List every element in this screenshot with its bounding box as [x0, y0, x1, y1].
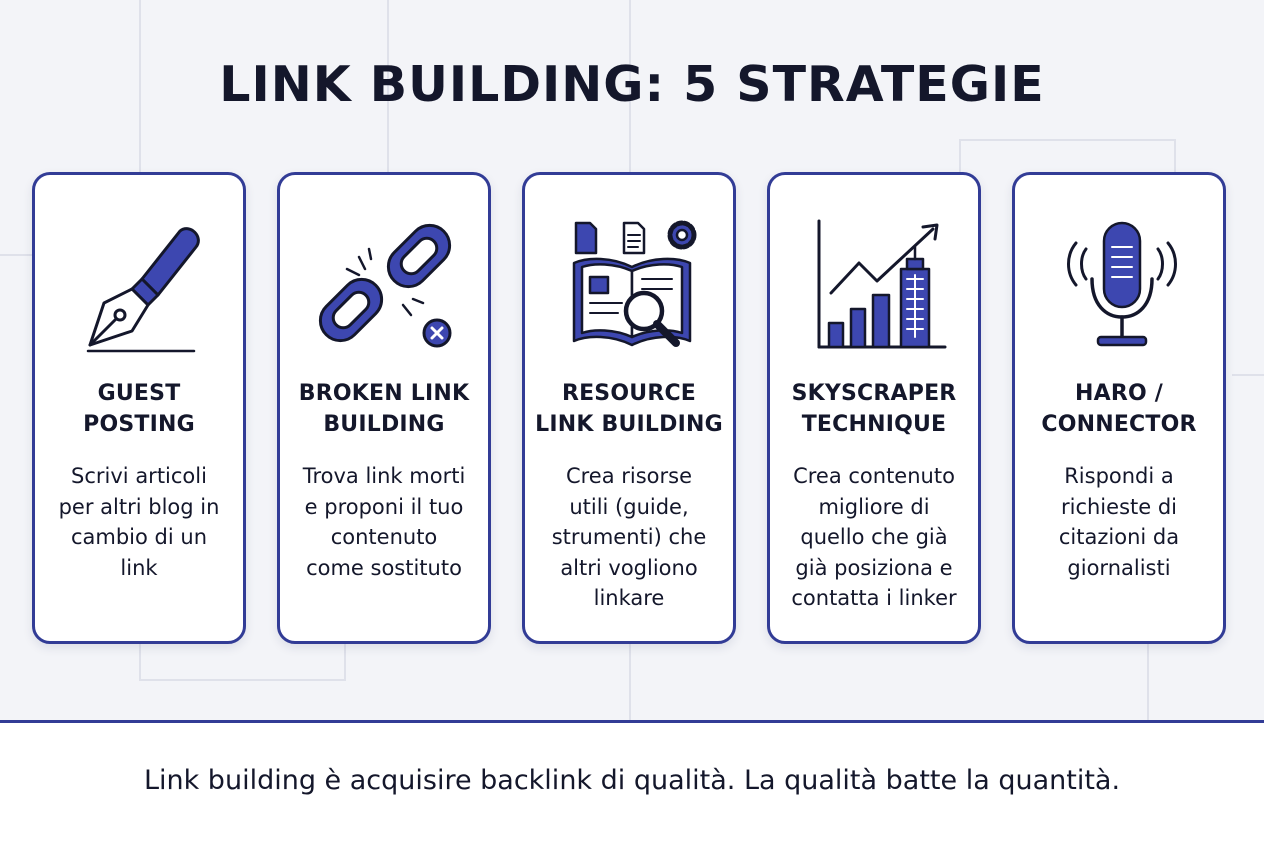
resource-book-magnifier-icon	[572, 220, 697, 347]
footer-divider	[0, 720, 1264, 723]
page-title: LINK BUILDING: 5 STRATEGIE	[219, 56, 1045, 113]
fountain-pen-icon	[86, 227, 200, 353]
footer-text: Link building è acquisire backlink di qu…	[143, 765, 1121, 796]
microphone-icon	[1067, 221, 1177, 347]
card-title: HARO /CONNECTOR	[1041, 381, 1197, 437]
skyscraper-growth-chart-icon	[817, 219, 947, 349]
broken-chain-link-icon	[318, 223, 452, 348]
footer: Link building è acquisire backlink di qu…	[0, 723, 1264, 848]
